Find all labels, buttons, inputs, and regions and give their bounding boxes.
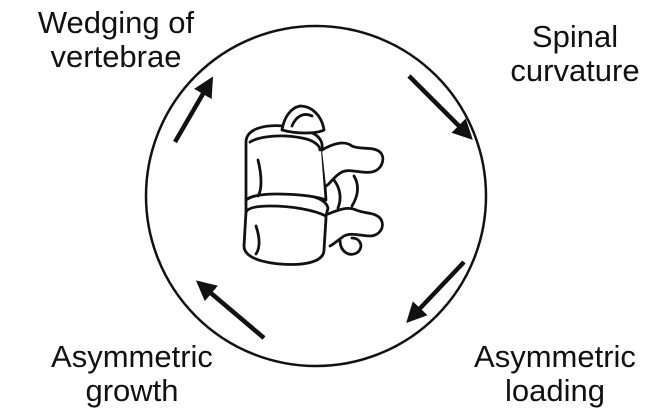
label-asymmetric-growth: Asymmetric growth (12, 340, 252, 408)
label-line: growth (12, 374, 252, 408)
label-line: curvature (490, 54, 660, 88)
arrow-icon (175, 80, 211, 142)
vertebrae-icon (244, 106, 383, 264)
label-line: Asymmetric (12, 340, 252, 374)
label-line: loading (455, 374, 655, 408)
label-line: vertebrae (6, 40, 226, 74)
label-asymmetric-loading: Asymmetric loading (455, 340, 655, 408)
label-line: Asymmetric (455, 340, 655, 374)
label-wedging-of-vertebrae: Wedging of vertebrae (6, 6, 226, 74)
arrow-icon (199, 283, 264, 338)
label-line: Wedging of (6, 6, 226, 40)
label-spinal-curvature: Spinal curvature (490, 20, 660, 88)
label-line: Spinal (490, 20, 660, 54)
